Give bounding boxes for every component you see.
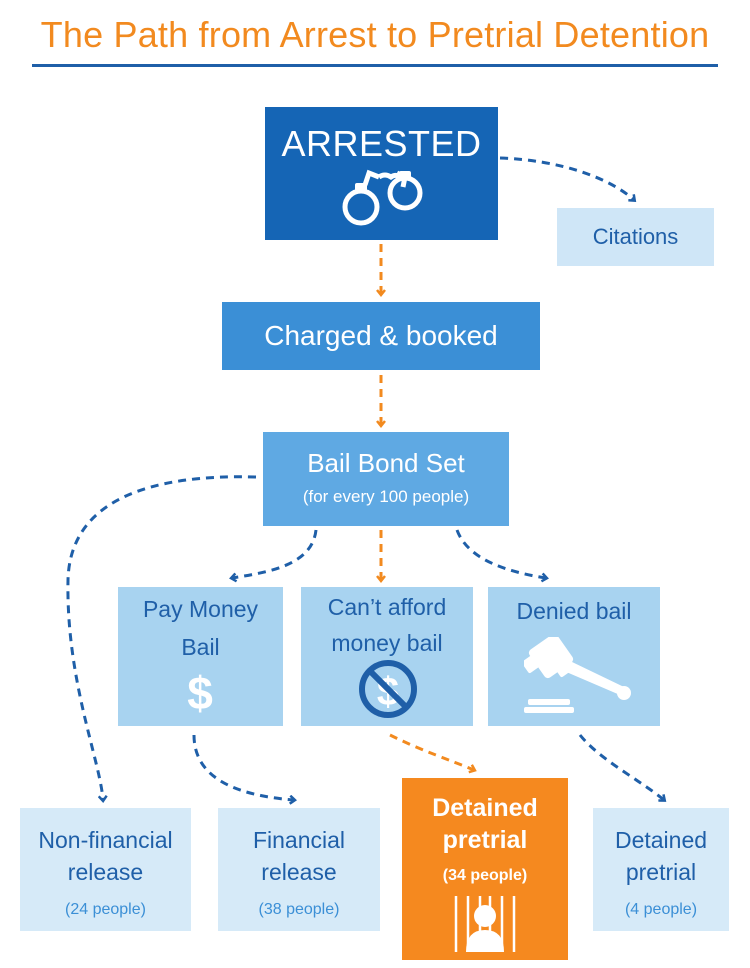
detained-main-line2: pretrial bbox=[442, 826, 528, 854]
connector-bail-nonfinancial bbox=[66, 475, 257, 803]
node-detained-pretrial-main: Detained pretrial (34 people) bbox=[402, 778, 568, 960]
detained-main-line1: Detained bbox=[432, 794, 538, 822]
person-behind-bars-icon bbox=[454, 896, 516, 952]
page-title: The Path from Arrest to Pretrial Detenti… bbox=[40, 14, 710, 55]
arrested-label: ARRESTED bbox=[281, 123, 482, 164]
node-pay-money-bail: Pay Money Bail $ bbox=[118, 587, 283, 726]
node-non-financial-release: Non-financial release (24 people) bbox=[20, 808, 191, 931]
node-detained-pretrial-denied: Detained pretrial (4 people) bbox=[593, 808, 729, 931]
node-financial-release: Financial release (38 people) bbox=[218, 808, 380, 931]
pay-money-line1: Pay Money bbox=[142, 596, 259, 622]
non-financial-line2: release bbox=[67, 859, 144, 885]
financial-line1: Financial bbox=[252, 827, 346, 853]
bail-bond-label: Bail Bond Set bbox=[307, 448, 465, 478]
cant-afford-line2: money bail bbox=[331, 630, 443, 656]
cant-afford-line1: Can’t afford bbox=[327, 594, 447, 620]
pay-money-line2: Bail bbox=[181, 634, 220, 660]
non-financial-line1: Non-financial bbox=[38, 827, 173, 853]
detained-denied-line1: Detained bbox=[614, 827, 708, 853]
gavel-icon bbox=[524, 637, 631, 713]
svg-text:$: $ bbox=[187, 667, 213, 717]
bail-bond-sublabel: (for every 100 people) bbox=[302, 487, 470, 506]
denied-bail-label: Denied bail bbox=[516, 598, 632, 624]
node-denied-bail: Denied bail bbox=[488, 587, 660, 726]
connector-paymoney-financial bbox=[192, 734, 297, 805]
node-arrested: ARRESTED bbox=[265, 107, 498, 240]
node-citations: Citations bbox=[557, 208, 714, 266]
connector-denied-detained bbox=[578, 734, 667, 802]
node-cant-afford-bail: Can’t afford money bail $ bbox=[301, 587, 473, 726]
non-financial-count: (24 people) bbox=[65, 901, 146, 918]
connector-cantafford-detained bbox=[389, 733, 477, 774]
detained-denied-line2: pretrial bbox=[625, 859, 697, 885]
no-dollar-icon: $ bbox=[359, 660, 417, 718]
financial-count: (38 people) bbox=[258, 901, 340, 918]
detained-main-count: (34 people) bbox=[442, 867, 528, 884]
connector-bail-paymoney bbox=[229, 529, 318, 583]
title-underline bbox=[32, 64, 718, 67]
connector-arrested-citations bbox=[499, 156, 637, 203]
dollar-sign-icon: $ bbox=[187, 667, 213, 717]
detained-denied-count: (4 people) bbox=[624, 901, 698, 918]
node-bail-bond-set: Bail Bond Set (for every 100 people) bbox=[263, 432, 509, 526]
handcuffs-icon bbox=[342, 169, 423, 226]
node-charged-booked: Charged & booked bbox=[222, 302, 540, 370]
connector-bail-denied bbox=[455, 529, 549, 583]
financial-line2: release bbox=[261, 859, 337, 885]
